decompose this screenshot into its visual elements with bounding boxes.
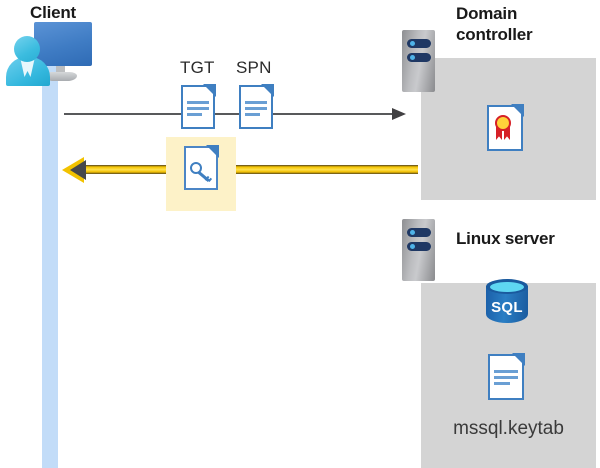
certificate-seal-icon [495,115,511,131]
document-fold-icon [512,353,525,366]
person-head-icon [14,36,40,62]
keytab-document-icon [488,353,525,400]
client-lifeline-bar [42,62,58,468]
sql-database-icon: SQL [486,279,528,329]
key-icon [190,162,213,183]
document-lines-icon [187,101,209,119]
document-fold-icon [206,145,219,158]
linux-server-title: Linux server [456,229,555,248]
response-arrowhead-icon [70,160,86,180]
certificate-ribbon-right-icon [504,127,510,140]
document-fold-icon [511,104,524,117]
spn-document-icon [239,84,274,129]
sql-label: SQL [491,299,523,316]
document-fold-icon [203,84,216,97]
keytab-filename-label: mssql.keytab [453,418,564,439]
database-top-icon [486,279,528,294]
monitor-neck-icon [56,66,65,75]
request-connector-line [64,113,394,115]
user-workstation-icon [6,22,92,86]
domain-controller-server-icon [402,30,435,92]
certificate-ribbon-left-icon [496,127,502,140]
person-collar-icon [20,57,35,77]
spn-label: SPN [236,58,272,77]
document-fold-icon [261,84,274,97]
tgt-label: TGT [180,58,215,77]
domain-controller-title: Domain controller [456,4,533,44]
client-title: Client [30,3,77,22]
tgt-document-icon [181,84,216,129]
key-document-icon [184,145,219,190]
monitor-base-icon [44,72,77,81]
monitor-screen-icon [34,22,92,66]
certificate-document-icon [487,104,524,151]
response-connector-line-left [80,165,216,174]
linux-server-server-icon [402,219,435,281]
document-lines-icon [494,370,518,388]
request-arrowhead-icon [392,108,406,120]
document-lines-icon [245,101,267,119]
response-connector-line-right [216,165,418,174]
